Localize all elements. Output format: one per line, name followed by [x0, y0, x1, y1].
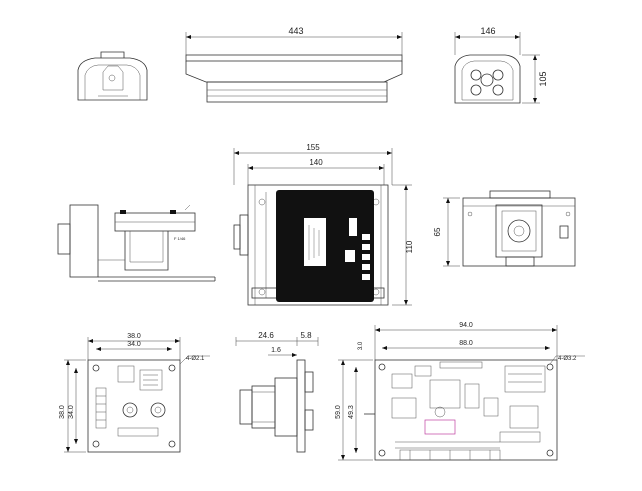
- mount-left-label: F 1/46: [174, 236, 186, 241]
- small-board-inner-width: 34.0: [127, 341, 141, 348]
- large-board-margin: 3.0: [358, 341, 364, 350]
- large-board-inner-width: 88.0: [459, 340, 473, 347]
- large-board-outer-width: 94.0: [459, 322, 473, 329]
- side-width-dim: 146: [480, 26, 495, 36]
- large-board-holes: 4-Ø3.2: [558, 356, 577, 362]
- mount-left-view: F 1/46: [57, 204, 216, 282]
- mount-back-view: 155 140 110: [233, 143, 414, 306]
- mount-side-height-dim: 65: [433, 227, 442, 236]
- magenta-component: [424, 419, 456, 435]
- small-board-view: 38.0 34.0 4-Ø2.1 38.0: [59, 333, 210, 453]
- small-board-inner-height: 34.0: [68, 405, 75, 419]
- small-board-outer-height: 38.0: [59, 405, 66, 419]
- small-board-outer-width: 38.0: [127, 333, 141, 340]
- housing-side-view: 146 105: [454, 26, 548, 104]
- large-board-view: 94.0 88.0 3.0 4-Ø3.2: [335, 322, 585, 461]
- housing-width-dim: 443: [288, 26, 303, 36]
- large-board-inner-height: 49.3: [348, 405, 355, 419]
- lens-width-b: 5.8: [300, 331, 312, 340]
- mount-outer-width-dim: 155: [306, 143, 320, 152]
- small-board-holes: 4-Ø2.1: [186, 356, 205, 362]
- mount-height-dim: 110: [405, 240, 414, 253]
- side-height-dim: 105: [538, 71, 548, 86]
- lens-offset: 1.6: [271, 347, 281, 354]
- lens-width-a: 24.6: [258, 331, 274, 340]
- lens-side-view: 24.6 5.8 1.6: [235, 331, 319, 453]
- housing-top-view: 443: [185, 26, 403, 103]
- mount-inner-width-dim: 140: [309, 158, 323, 167]
- housing-front-view: [77, 51, 148, 101]
- large-board-outer-height: 59.0: [335, 405, 342, 419]
- mount-right-view: 65: [433, 190, 576, 267]
